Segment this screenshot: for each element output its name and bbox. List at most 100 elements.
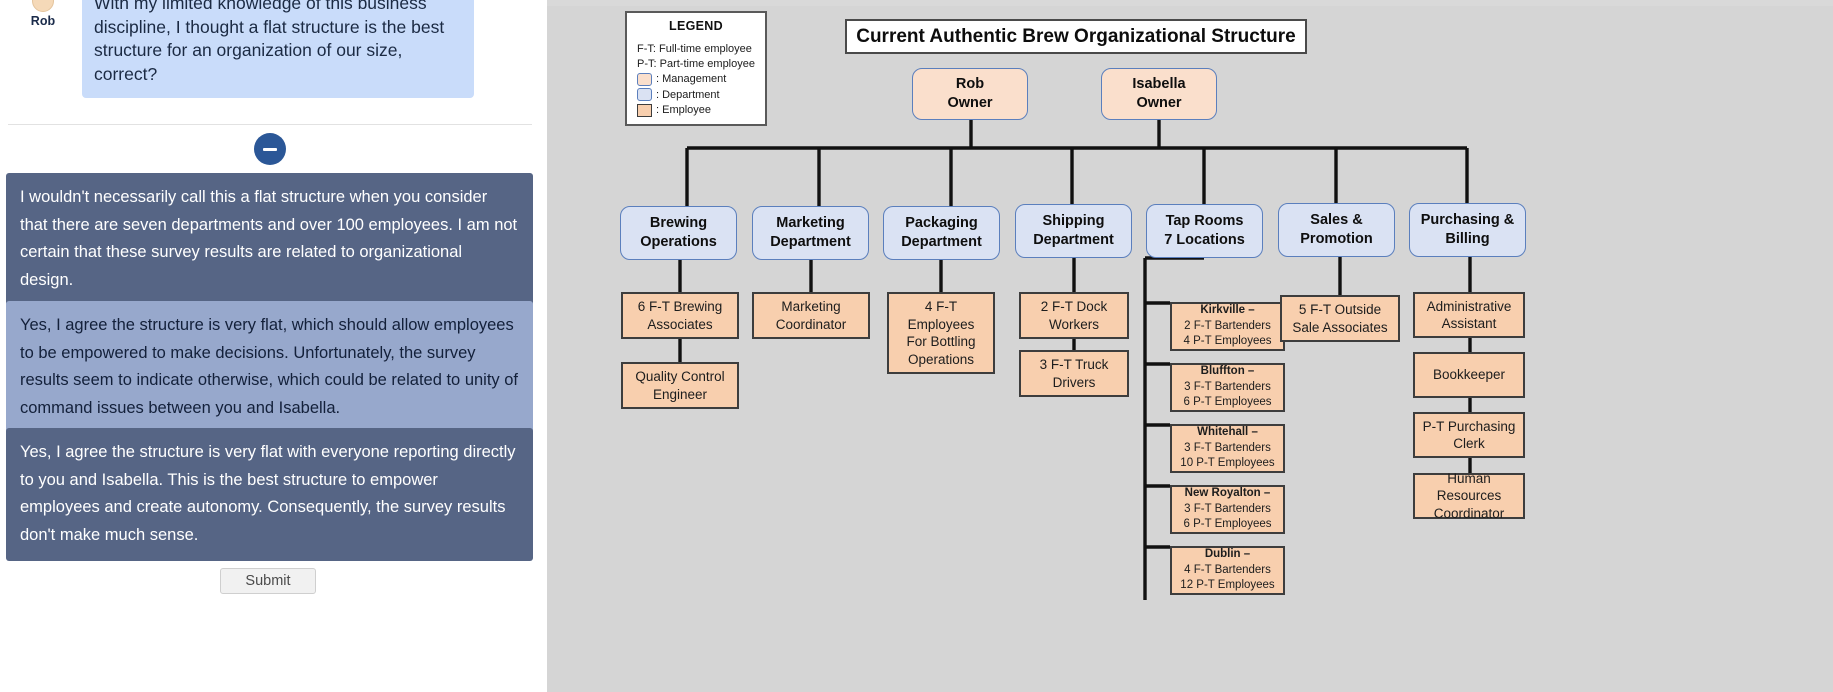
department-node-packaging[interactable]: Packaging Department [883,206,1000,260]
tap-room-name: Kirkville – [1200,304,1255,317]
employee-line-2: Clerk [1453,436,1485,451]
employee-node-dock-workers[interactable]: 2 F-T Dock Workers [1019,292,1129,339]
chart-top-strip [547,0,1833,6]
tap-room-line-3: 6 P-T Employees [1183,396,1272,409]
tap-room-line-2: 3 F-T Bartenders [1184,380,1271,393]
tap-room-node-kirkville[interactable]: Kirkville – 2 F-T Bartenders 4 P-T Emplo… [1170,302,1285,351]
legend-item-employee: : Employee [627,103,765,118]
chart-title: Current Authentic Brew Organizational St… [845,19,1307,54]
section-divider [8,124,532,125]
employee-line-1: 3 F-T Truck [1039,357,1109,372]
employee-line-2: Engineer [652,386,708,402]
employee-node-administrative-assistant[interactable]: Administrative Assistant [1413,292,1525,338]
department-line-1: Marketing [776,215,845,231]
owner-name: Isabella [1132,76,1186,92]
tap-room-name: New Royalton – [1184,487,1271,500]
employee-node-bottling-employees[interactable]: 4 F-T Employees For Bottling Operations [887,292,995,374]
employee-node-purchasing-clerk[interactable]: P-T Purchasing Clerk [1413,412,1525,458]
tap-room-line-3: 4 P-T Employees [1183,335,1272,348]
employee-node-brewing-associates[interactable]: 6 F-T Brewing Associates [621,292,739,339]
employee-line-2: Associates [647,316,713,332]
tap-room-node-dublin[interactable]: Dublin – 4 F-T Bartenders 12 P-T Employe… [1170,546,1285,595]
tap-room-node-new-royalton[interactable]: New Royalton – 3 F-T Bartenders 6 P-T Em… [1170,485,1285,534]
department-node-brewing-operations[interactable]: Brewing Operations [620,206,737,260]
legend-line-pt: P-T: Part-time employee [637,57,755,70]
owner-node-rob[interactable]: Rob Owner [912,68,1028,120]
employee-line-4: Operations [907,351,975,367]
department-node-tap-rooms[interactable]: Tap Rooms 7 Locations [1146,204,1263,258]
employee-node-bookkeeper[interactable]: Bookkeeper [1413,352,1525,398]
legend: LEGEND F-T: Full-time employee P-T: Part… [625,11,767,126]
tap-room-line-2: 3 F-T Bartenders [1184,441,1271,454]
legend-label-department: : Department [656,88,720,101]
management-swatch-icon [637,72,652,86]
legend-item-management: : Management [627,72,765,87]
owner-role: Owner [947,95,993,111]
department-line-2: Billing [1445,231,1490,247]
employee-swatch-icon [637,103,652,117]
employee-line-1: Marketing [781,299,841,314]
department-line-1: Tap Rooms [1165,213,1244,229]
legend-line-ft: F-T: Full-time employee [637,43,752,55]
tap-room-name: Bluffton – [1200,365,1255,378]
tap-room-name: Dublin – [1204,548,1251,561]
employee-line-1: 2 F-T Dock [1040,299,1108,314]
employee-line-1: 6 F-T Brewing [637,299,723,314]
department-line-1: Brewing [649,215,708,231]
department-line-2: Department [770,234,851,250]
tap-room-line-2: 3 F-T Bartenders [1184,502,1271,515]
employee-line-2: Employees [907,316,975,332]
employee-line-1: Human Resources [1436,470,1502,504]
submit-button[interactable]: Submit [220,568,316,594]
department-line-1: Purchasing & [1420,212,1515,228]
org-chart-panel: LEGEND F-T: Full-time employee P-T: Part… [547,0,1833,692]
tap-room-name: Whitehall – [1197,426,1258,439]
legend-item-department: : Department [627,88,765,103]
department-node-marketing[interactable]: Marketing Department [752,206,869,260]
user-message-bubble: With my limited knowledge of this busine… [82,0,474,98]
department-line-2: Department [901,234,982,250]
employee-node-marketing-coordinator[interactable]: Marketing Coordinator [752,292,870,339]
department-line-1: Shipping [1042,213,1105,229]
answer-option-2[interactable]: Yes, I agree the structure is very flat,… [6,301,533,434]
employee-line-2: Assistant [1441,316,1497,331]
org-chart: LEGEND F-T: Full-time employee P-T: Part… [547,0,1833,692]
tap-room-line-3: 12 P-T Employees [1180,579,1275,592]
employee-line-1: 4 F-T [924,299,958,314]
tap-room-line-2: 2 F-T Bartenders [1184,319,1271,332]
answer-option-1[interactable]: I wouldn't necessarily call this a flat … [6,173,533,306]
employee-line-1: Administrative [1426,298,1512,314]
employee-line-2: Coordinator [1433,505,1505,521]
speaker-name: Rob [30,14,56,28]
owner-role: Owner [1136,95,1182,111]
employee-node-hr-coordinator[interactable]: Human Resources Coordinator [1413,470,1525,521]
department-node-sales-promotion[interactable]: Sales & Promotion [1278,203,1395,257]
tap-room-line-2: 4 F-T Bartenders [1184,563,1271,576]
employee-line-2: Coordinator [775,316,847,332]
employee-line-1: Bookkeeper [1432,367,1506,383]
legend-title: LEGEND [669,19,723,33]
employee-line-1: Quality Control [635,369,725,384]
employee-node-truck-drivers[interactable]: 3 F-T Truck Drivers [1019,350,1129,397]
tap-room-node-whitehall[interactable]: Whitehall – 3 F-T Bartenders 10 P-T Empl… [1170,424,1285,473]
department-node-shipping[interactable]: Shipping Department [1015,204,1132,258]
tap-room-line-3: 6 P-T Employees [1183,518,1272,531]
employee-line-2: Drivers [1052,374,1096,390]
employee-line-3: For Bottling [906,334,976,349]
department-line-2: Promotion [1300,231,1373,247]
answer-option-3[interactable]: Yes, I agree the structure is very flat … [6,428,533,561]
department-node-purchasing-billing[interactable]: Purchasing & Billing [1409,203,1526,257]
minus-icon [263,147,277,151]
employee-line-1: P-T Purchasing [1422,418,1516,434]
employee-line-1: 5 F-T Outside [1298,302,1382,317]
department-swatch-icon [637,88,652,102]
department-line-2: Department [1033,232,1114,248]
employee-node-quality-control-engineer[interactable]: Quality Control Engineer [621,362,739,409]
tap-room-line-3: 10 P-T Employees [1180,457,1275,470]
connector-lines [678,120,1472,600]
owner-node-isabella[interactable]: Isabella Owner [1101,68,1217,120]
department-line-1: Packaging [905,215,978,231]
tap-room-node-bluffton[interactable]: Bluffton – 3 F-T Bartenders 6 P-T Employ… [1170,363,1285,412]
collapse-button[interactable] [254,133,286,165]
employee-node-outside-sale-associates[interactable]: 5 F-T Outside Sale Associates [1280,295,1400,342]
